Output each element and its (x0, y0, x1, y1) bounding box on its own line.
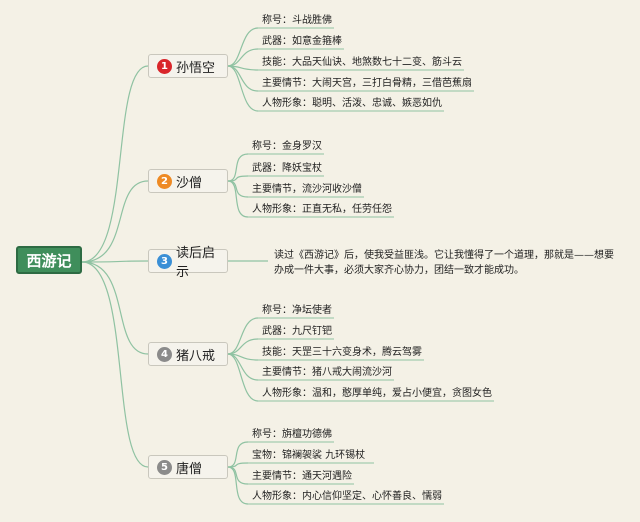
leaf-topic[interactable]: 称号：金身罗汉 (252, 141, 322, 152)
leaf-branch-line (227, 153, 249, 182)
leaf-topic[interactable]: 主要情节，流沙河收沙僧 (252, 184, 362, 195)
branch-topic-label: 沙僧 (176, 175, 203, 191)
leaf-branch-line (227, 48, 259, 67)
leaf-topic[interactable]: 武器：九尺钉钯 (262, 326, 332, 337)
number-badge-icon: 4 (157, 346, 172, 362)
branch-topic-label: 猪八戒 (176, 348, 216, 364)
leaf-topic[interactable]: 主要情节：通天河遇险 (252, 471, 352, 482)
leaf-topic[interactable]: 主要情节：猪八戒大闹流沙河 (262, 367, 392, 378)
leaf-topic[interactable]: 称号：斗战胜佛 (262, 15, 332, 26)
root-branch-line (81, 180, 149, 263)
leaf-branch-line (227, 441, 249, 468)
leaf-topic[interactable]: 人物形象：内心信仰坚定、心怀善良、懦弱 (252, 491, 442, 502)
root-branch-line (81, 261, 149, 355)
leaf-branch-line (227, 353, 259, 402)
leaf-topic[interactable]: 人物形象：正直无私，任劳任怨 (252, 204, 392, 215)
branch-topic-label: 唐僧 (176, 461, 203, 477)
number-badge-icon: 5 (157, 459, 172, 475)
leaf-branch-line (227, 317, 259, 355)
root-branch-line (81, 65, 149, 263)
leaf-topic[interactable]: 武器：如意金箍棒 (262, 36, 342, 47)
root-branch-line (81, 261, 149, 468)
leaf-branch-line (227, 65, 259, 112)
number-badge-icon: 1 (157, 58, 172, 74)
leaf-branch-line (227, 27, 259, 67)
root-branch-line (81, 260, 149, 263)
leaf-branch-line (227, 180, 249, 198)
leaf-topic[interactable]: 人物形象：聪明、活泼、忠诚、嫉恶如仇 (262, 98, 442, 109)
leaf-topic[interactable]: 宝物：锦襕袈裟 九环锡杖 (252, 450, 366, 461)
branch-topic-label: 读后启示 (176, 246, 216, 280)
leaf-topic[interactable]: 人物形象：温和，憨厚单纯，爱占小便宜，贪图女色 (262, 388, 492, 399)
leaf-branch-line (227, 462, 249, 468)
leaf-branch-line (227, 466, 249, 505)
branch-topic-label: 孙悟空 (176, 60, 216, 76)
reflection-text[interactable]: 读过《西游记》后，使我受益匪浅。它让我懂得了一个道理，那就是——想要办成一件大事… (274, 250, 614, 276)
leaf-topic[interactable]: 主要情节：大闹天宫，三打白骨精，三借芭蕉扇 (262, 78, 472, 89)
number-badge-icon: 3 (157, 253, 172, 269)
leaf-topic[interactable]: 称号：净坛使者 (262, 305, 332, 316)
leaf-branch-line (227, 466, 249, 485)
number-badge-icon: 2 (157, 173, 172, 189)
leaf-topic[interactable]: 技能：大品天仙诀、地煞数七十二变、筋斗云 (262, 57, 462, 68)
leaf-topic[interactable]: 武器：降妖宝杖 (252, 163, 322, 174)
leaf-topic[interactable]: 技能：天罡三十六变身术，腾云驾雾 (262, 347, 422, 358)
root-topic[interactable]: 西游记 (16, 246, 82, 274)
leaf-branch-line (227, 180, 249, 218)
root-topic-label: 西游记 (26, 251, 72, 270)
leaf-topic[interactable]: 称号：旃檀功德佛 (252, 429, 332, 440)
